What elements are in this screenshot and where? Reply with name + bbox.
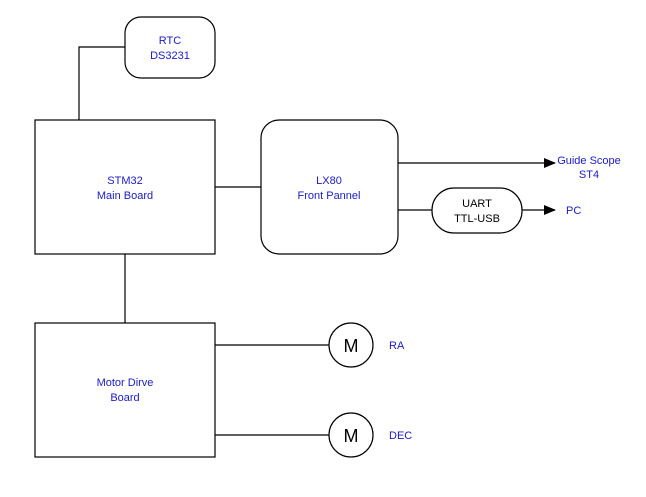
ra-label: RA	[389, 340, 405, 352]
stm32-main-board-node: STM32 Main Board	[34, 119, 216, 255]
rtc-node: RTC DS3231	[124, 16, 216, 79]
motor-driver-label-line2: Board	[110, 392, 139, 404]
rtc-label-line1: RTC	[159, 35, 181, 47]
lx80-label-line2: Front Pannel	[298, 190, 361, 202]
stm32-label-line2: Main Board	[97, 190, 153, 202]
uart-label-line1: UART	[462, 198, 492, 210]
motor-driver-label-line1: Motor Dirve	[97, 377, 154, 389]
guide-scope-label-line2: ST4	[579, 169, 599, 181]
stm32-label-line1: STM32	[107, 175, 142, 187]
rtc-to-stm32-wire	[78, 46, 125, 120]
motor-driver-board-node: Motor Dirve Board	[34, 322, 216, 458]
uart-label-line2: TTL-USB	[454, 213, 500, 225]
ra-motor-glyph: M	[344, 336, 359, 356]
dec-motor-node: M	[328, 412, 374, 458]
lx80-label-line1: LX80	[316, 175, 342, 187]
dec-motor-glyph: M	[344, 426, 359, 446]
uart-ttl-usb-node: UART TTL-USB	[431, 187, 523, 234]
lx80-front-panel-node: LX80 Front Pannel	[260, 119, 399, 255]
guide-scope-label-line1: Guide Scope	[557, 155, 621, 167]
rtc-label-line2: DS3231	[150, 50, 190, 62]
dec-label: DEC	[389, 430, 412, 442]
ra-motor-node: M	[328, 322, 374, 368]
pc-label: PC	[566, 205, 581, 217]
